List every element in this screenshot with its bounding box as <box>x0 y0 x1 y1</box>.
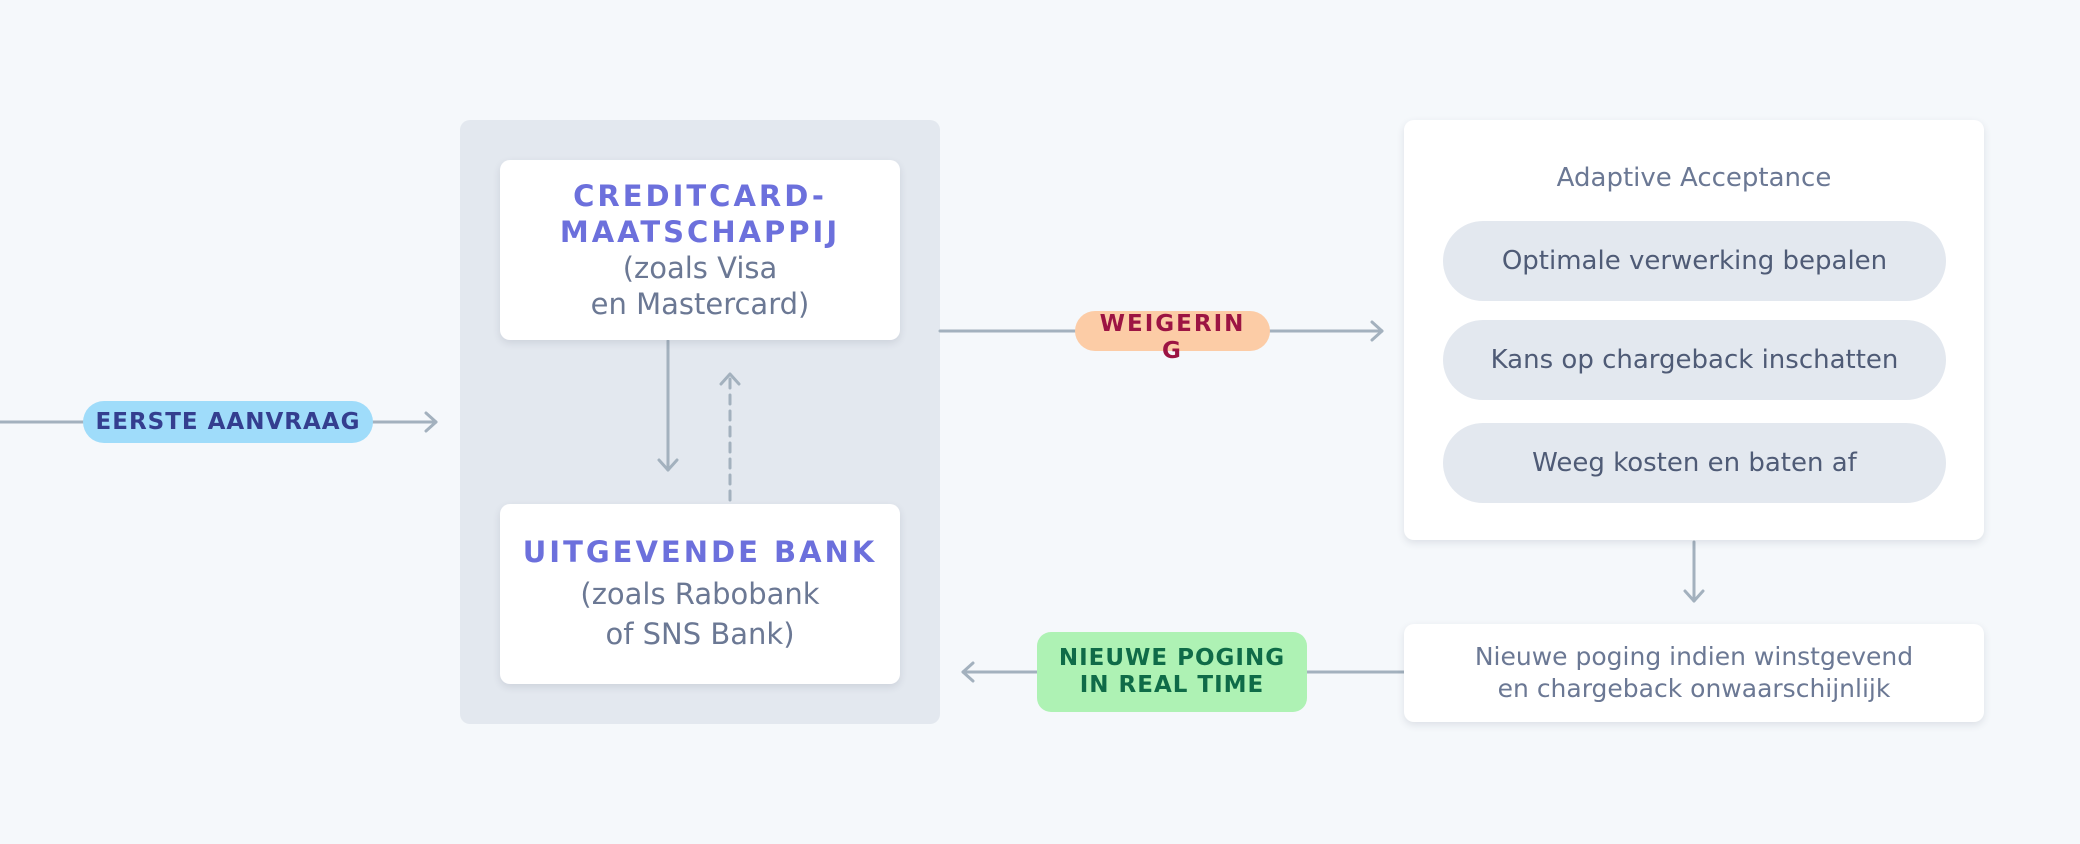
aa-step-chargeback-risk: Kans op chargeback inschatten <box>1443 320 1946 400</box>
cc-to-bank-arrowhead <box>657 458 679 472</box>
retry-label-pill: NIEUWE POGING IN REAL TIME <box>1037 632 1307 712</box>
issuing-bank-sub-line2: of SNS Bank) <box>605 617 795 651</box>
credit-card-company-box: CREDITCARD- MAATSCHAPPIJ (zoals Visa en … <box>500 160 900 340</box>
issuing-bank-box: UITGEVENDE BANK (zoals Rabobank of SNS B… <box>500 504 900 684</box>
retry-condition-line1: Nieuwe poging indien winstgevend <box>1474 642 1914 671</box>
aa-step-cost-benefit: Weeg kosten en baten af <box>1443 423 1946 503</box>
issuing-bank-sub-line1: (zoals Rabobank <box>580 577 820 611</box>
issuing-bank-title: UITGEVENDE BANK <box>522 535 878 569</box>
credit-card-sub-line1: (zoals Visa <box>622 251 778 285</box>
bank-to-cc-arrowhead <box>719 372 741 386</box>
adaptive-acceptance-title: Adaptive Acceptance <box>1556 163 1832 193</box>
entry-arrowhead <box>424 411 438 433</box>
retry-condition-box: Nieuwe poging indien winstgevend en char… <box>1404 624 1984 722</box>
decline-label-pill: WEIGERIN G <box>1075 311 1270 364</box>
retry-condition-line2: en chargeback onwaarschijnlijk <box>1497 674 1891 703</box>
retry-label-line2: IN REAL TIME <box>1079 672 1265 698</box>
credit-card-title-line1: CREDITCARD- <box>573 179 827 213</box>
entry-label-pill: EERSTE AANVRAAG <box>83 401 373 443</box>
retry-label-line1: NIEUWE POGING <box>1058 645 1286 671</box>
decline-label-line1: WEIGERIN <box>1099 311 1246 337</box>
aa-to-retry-arrowhead <box>1683 589 1705 603</box>
retry-arrowhead <box>961 661 975 683</box>
credit-card-sub-line2: en Mastercard) <box>590 287 810 321</box>
decline-label-line2: G <box>1162 338 1183 364</box>
aa-step-optimal-processing: Optimale verwerking bepalen <box>1443 221 1946 301</box>
decline-arrowhead <box>1370 320 1384 342</box>
credit-card-title-line2: MAATSCHAPPIJ <box>559 215 841 249</box>
